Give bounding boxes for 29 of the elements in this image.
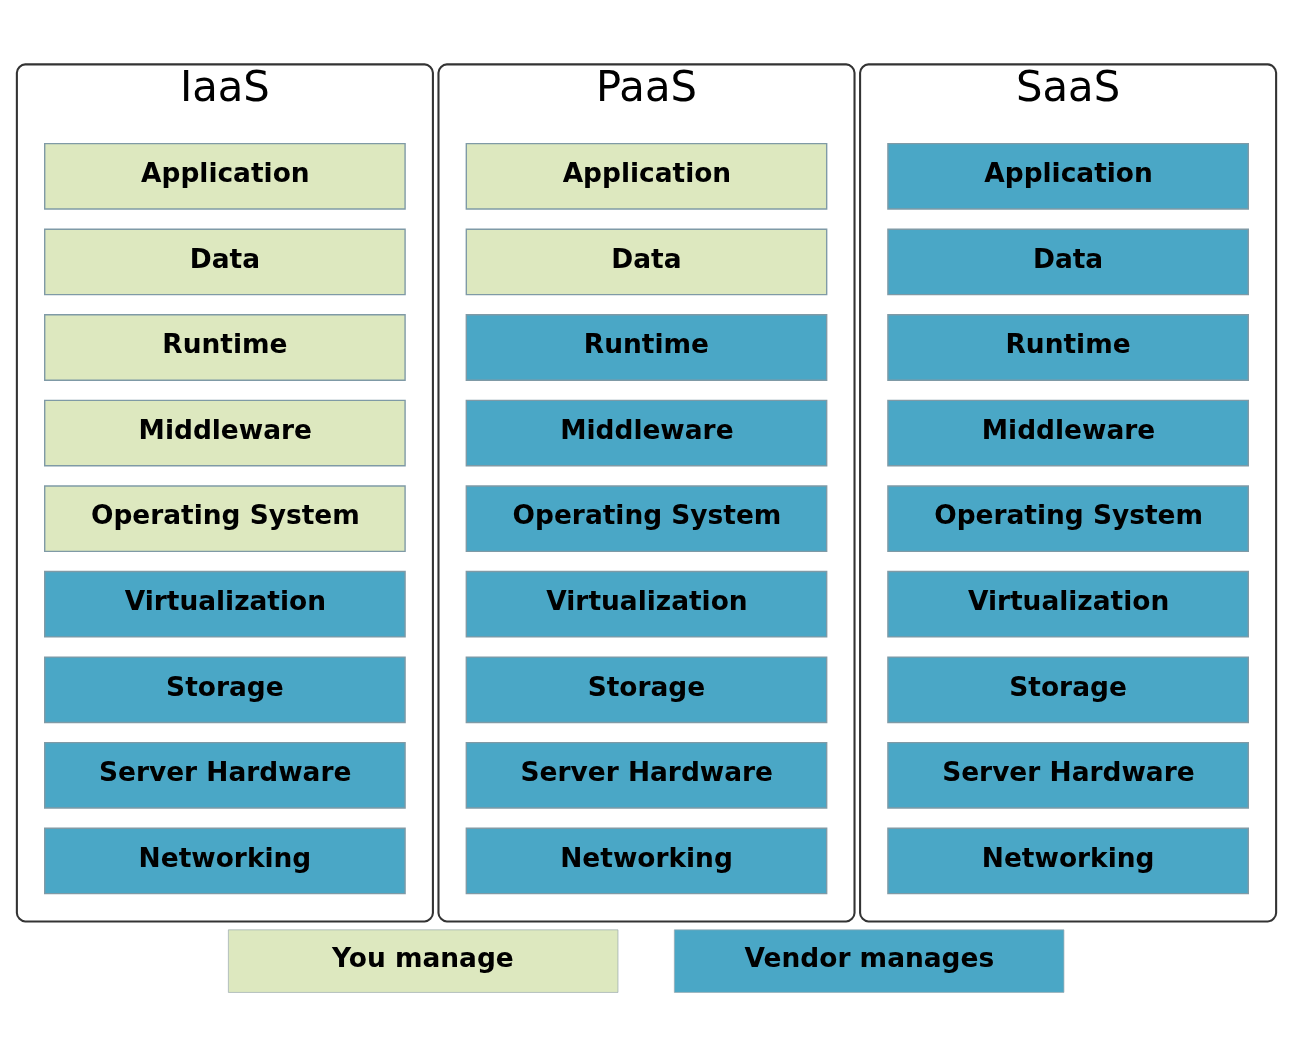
node-box: Data	[465, 228, 828, 296]
node-box: Server Hardware	[465, 741, 828, 809]
node-box: Middleware	[44, 399, 406, 467]
node-box: Operating System	[44, 485, 406, 553]
node-box: Application	[44, 142, 406, 210]
legend-label: You manage	[332, 941, 514, 973]
node-box: Virtualization	[44, 570, 406, 638]
node-box: Virtualization	[465, 570, 828, 638]
node-box: Operating System	[465, 485, 828, 553]
node-box: Virtualization	[887, 570, 1249, 638]
node-box: Middleware	[465, 399, 828, 467]
node-box: Runtime	[44, 314, 406, 381]
node-box: Networking	[44, 827, 406, 895]
node-box: Data	[887, 228, 1249, 296]
legend-label: Vendor manages	[744, 941, 995, 973]
node-box: Runtime	[887, 314, 1249, 381]
node-box: Data	[44, 228, 406, 296]
node-box: Networking	[887, 827, 1249, 895]
node-box: Storage	[465, 656, 828, 724]
node-box: Storage	[44, 656, 406, 724]
node-box: Server Hardware	[44, 741, 406, 809]
node-box: Application	[887, 142, 1249, 210]
node-box: Middleware	[887, 399, 1249, 467]
node-box: Application	[465, 142, 828, 210]
node-box: Networking	[465, 827, 828, 895]
node-box: Runtime	[465, 314, 828, 381]
node-box: Operating System	[887, 485, 1249, 553]
node-box: Storage	[887, 656, 1249, 724]
node-box: Server Hardware	[887, 741, 1249, 809]
